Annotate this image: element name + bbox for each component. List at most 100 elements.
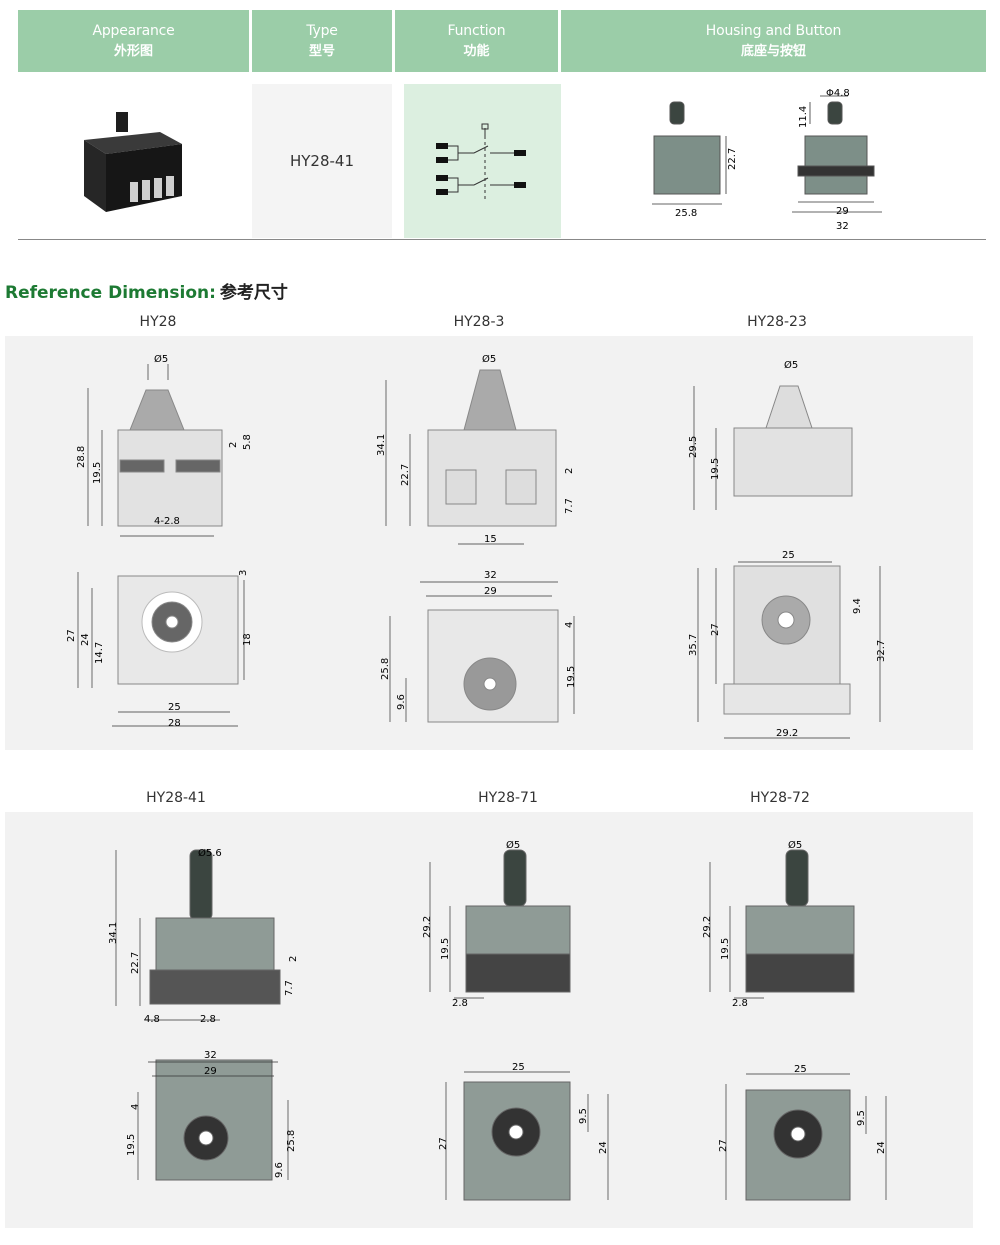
hy28-71-dia: Ø5 [506, 839, 520, 851]
drawing-hy28-71: Ø5 29.2 19.5 2.8 25 27 9.5 24 [422, 839, 609, 1201]
hy28-23-dia: Ø5 [784, 359, 798, 371]
hy28-3-s4: 9.6 [396, 694, 407, 710]
header-housing-cn: 底座与按钮 [740, 44, 806, 59]
hy28-71-s1: 27 [438, 1137, 449, 1150]
switch-appearance-image [84, 112, 182, 212]
hy28-72-t: 25 [794, 1064, 807, 1075]
product-type: HY28-41 [289, 152, 355, 170]
hy28-b5: 18 [242, 633, 253, 646]
header-function: Function 功能 [395, 10, 558, 72]
hy28-pitch: 4-2.8 [154, 516, 180, 527]
reference-title-cn: 参考尺寸 [219, 283, 288, 303]
hy28-72-s1: 27 [718, 1139, 729, 1152]
hy28-72-s3: 24 [876, 1141, 887, 1154]
hy28-41-s2: 19.5 [126, 1134, 137, 1156]
hy28-r1: 2 [228, 442, 239, 448]
drawing-hy28: Ø5 28.8 19.5 2 5.8 4-2.8 27 24 14.7 3 18… [66, 353, 253, 729]
hy28-41-t1: 32 [204, 1050, 217, 1061]
hy28-3-r1: 2 [564, 468, 575, 474]
model-label-hy28-72: HY28-72 [750, 790, 810, 806]
hy28-71-p: 2.8 [452, 998, 468, 1009]
model-label-hy28-23: HY28-23 [747, 314, 807, 330]
dim-32: 32 [836, 221, 849, 232]
hy28-3-w: 15 [484, 534, 497, 545]
hy28-72-h1: 29.2 [702, 916, 713, 938]
hy28-72-h2: 19.5 [720, 938, 731, 960]
header-appearance-en: Appearance [92, 23, 175, 39]
hy28-72-p: 2.8 [732, 998, 748, 1009]
header-appearance: Appearance 外形图 [18, 10, 249, 72]
type-cell [252, 84, 392, 238]
hy28-w2: 28 [168, 718, 181, 729]
hy28-71-s3: 24 [598, 1141, 609, 1154]
hy28-71-s2: 9.5 [578, 1108, 589, 1124]
reference-title: Reference Dimension:参考尺寸 [5, 278, 288, 303]
hy28-71-h1: 29.2 [422, 916, 433, 938]
drawing-hy28-41: Ø5.6 34.1 22.7 2 7.7 4.8 2.8 32 29 4 19.… [108, 847, 299, 1181]
model-label-hy28-3: HY28-3 [453, 314, 505, 330]
hy28-23-h2: 19.5 [710, 458, 721, 480]
dim-29: 29 [836, 206, 849, 217]
hy28-41-s3: 25.8 [286, 1130, 297, 1152]
header-appearance-cn: 外形图 [113, 44, 153, 59]
dim-phi-4-8: Φ4.8 [826, 88, 850, 99]
table-row-divider [18, 239, 986, 240]
hy28-3-h1: 34.1 [376, 434, 387, 456]
hy28-41-p2: 2.8 [200, 1014, 216, 1025]
hy28-41-t2: 29 [204, 1066, 217, 1077]
hy28-41-r2: 7.7 [284, 980, 295, 996]
hy28-3-h2: 22.7 [400, 464, 411, 486]
hy28-w1: 25 [168, 702, 181, 713]
hy28-b2: 24 [80, 633, 91, 646]
drawing-hy28-72: Ø5 29.2 19.5 2.8 25 27 9.5 24 [702, 839, 887, 1201]
drawing-hy28-23: Ø5 29.5 19.5 25 9.4 35.7 27 32.7 29.2 [688, 359, 887, 739]
dim-22-7: 22.7 [727, 148, 738, 170]
hy28-3-s3: 19.5 [566, 666, 577, 688]
drawing-hy28-3: Ø5 34.1 22.7 2 7.7 15 32 29 4 25.8 19.5 … [376, 353, 577, 723]
model-label-hy28: HY28 [139, 314, 177, 330]
header-type-cn: 型号 [308, 44, 335, 59]
hy28-41-p1: 4.8 [144, 1014, 160, 1025]
hy28-dia: Ø5 [154, 353, 168, 365]
hy28-b3: 14.7 [94, 642, 105, 664]
hy28-41-dia: Ø5.6 [198, 847, 222, 859]
hy28-41-s1: 4 [130, 1104, 141, 1110]
hy28-3-s1: 4 [564, 622, 575, 628]
hy28-3-r2: 7.7 [564, 498, 575, 514]
reference-title-en: Reference Dimension: [5, 283, 216, 303]
header-function-cn: 功能 [463, 44, 490, 59]
hy28-3-t1: 32 [484, 570, 497, 581]
housing-drawing: 22.7 25.8 Φ4.8 11.4 29 32 [652, 88, 882, 232]
model-label-hy28-71: HY28-71 [478, 790, 538, 806]
dim-11-4: 11.4 [798, 106, 809, 128]
hy28-b4: 3 [238, 570, 249, 576]
hy28-23-s2: 35.7 [688, 634, 699, 656]
dim-25-8: 25.8 [675, 208, 697, 219]
hy28-23-s1: 9.4 [852, 598, 863, 614]
hy28-41-r1: 2 [288, 956, 299, 962]
hy28-41-s4: 9.6 [274, 1162, 285, 1178]
hy28-71-t: 25 [512, 1062, 525, 1073]
hy28-h1: 28.8 [76, 446, 87, 468]
header-function-en: Function [447, 23, 506, 39]
hy28-3-s2: 25.8 [380, 658, 391, 680]
header-housing: Housing and Button 底座与按钮 [561, 10, 986, 72]
hy28-23-t: 25 [782, 550, 795, 561]
model-label-hy28-41: HY28-41 [146, 790, 206, 806]
hy28-41-h1: 34.1 [108, 922, 119, 944]
hy28-h2: 19.5 [92, 462, 103, 484]
hy28-71-h2: 19.5 [440, 938, 451, 960]
hy28-41-h2: 22.7 [130, 952, 141, 974]
hy28-23-s4: 32.7 [876, 640, 887, 662]
hy28-72-s2: 9.5 [856, 1110, 867, 1126]
hy28-r2: 5.8 [242, 434, 253, 450]
hy28-b1: 27 [66, 629, 77, 642]
hy28-72-dia: Ø5 [788, 839, 802, 851]
hy28-23-h1: 29.5 [688, 436, 699, 458]
header-type-en: Type [306, 23, 338, 39]
function-schematic [436, 123, 526, 200]
hy28-23-s3: 27 [710, 623, 721, 636]
header-housing-en: Housing and Button [705, 23, 842, 39]
hy28-3-t2: 29 [484, 586, 497, 597]
hy28-3-dia: Ø5 [482, 353, 496, 365]
